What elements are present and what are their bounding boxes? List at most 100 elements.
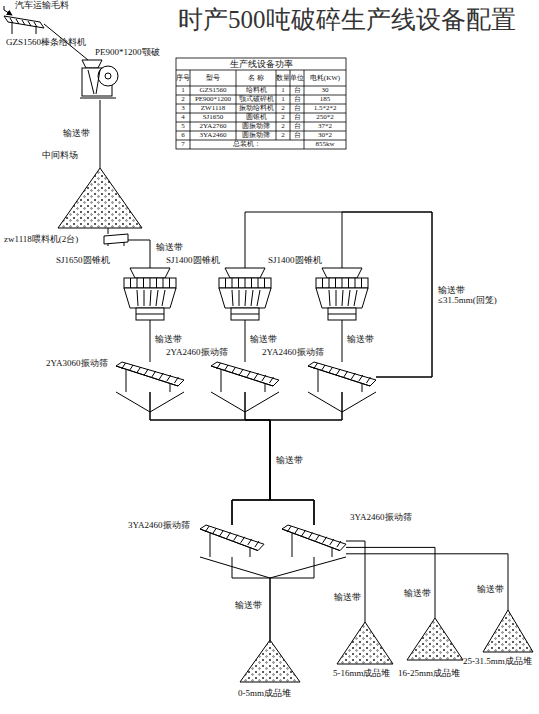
cone-crusher-outline — [219, 268, 271, 320]
equipment-label: 2YA3060振动筛 — [46, 358, 108, 368]
table-cell: 2 — [276, 131, 290, 140]
stockpile: 25-31.5mm成品堆 — [483, 610, 533, 652]
table-cell: 型号 — [190, 70, 236, 86]
vibrating-screen-outline — [116, 362, 184, 392]
equipment-label: PE900*1200颚破 — [95, 47, 160, 57]
conveyor-label: 输送带 — [154, 334, 183, 344]
cone-crusher-shape — [120, 268, 180, 320]
cone-crusher-shape — [215, 268, 275, 320]
table-cell: 数量 — [276, 70, 290, 86]
vibrating-screen-outline — [308, 362, 376, 392]
stockpile: 5-16mm成品堆 — [337, 622, 393, 664]
conveyor-line — [108, 228, 109, 234]
cone-crusher: SJ1400圆锥机 — [312, 268, 372, 320]
table-cell: 2 — [276, 113, 290, 122]
stockpile: 0-5mm成品堆 — [240, 640, 300, 682]
stockpile: 16-25mm成品堆 — [407, 618, 463, 660]
conveyor-line — [128, 240, 150, 268]
table-title: 生产线设备功率 — [176, 58, 346, 70]
table-cell: 3YA2460 — [190, 131, 236, 140]
table-cell: 2 — [176, 95, 190, 104]
table-cell: 电耗(KW) — [304, 70, 346, 86]
conveyor-label: 输送带 — [234, 600, 263, 610]
conveyor-line — [232, 392, 342, 525]
table-cell: 台 — [290, 86, 304, 95]
table-cell: 2YA2760 — [190, 122, 236, 131]
vibrating-feeder: zw1118喂料机(2台) — [104, 234, 128, 246]
table-cell: 7 — [176, 140, 190, 149]
conveyor-line — [232, 392, 270, 525]
vibrating-screen-shape — [211, 362, 279, 392]
table-cell: 2 — [276, 104, 290, 113]
table-cell: 855kw — [304, 140, 346, 149]
jaw-crusher-outline — [80, 60, 118, 98]
conveyor-label: 输送带 ≤31.5mm(回笼) — [437, 285, 511, 306]
conveyor-line — [150, 392, 270, 525]
conveyor-line — [346, 554, 508, 610]
stockpile-outline — [240, 640, 300, 682]
stockpile-outline — [483, 610, 533, 652]
table-cell: GZS1560 — [190, 86, 236, 95]
stockpile-shape — [240, 640, 300, 682]
conveyor-line — [346, 547, 435, 618]
vibrating-screen-outline — [211, 362, 279, 392]
vibrating-screen: 2YA2460振动筛 — [211, 362, 279, 392]
vibrating-screen-outline — [282, 525, 346, 557]
equipment-label: 2YA2460振动筛 — [262, 347, 324, 357]
table-cell: PE900*1200 — [190, 95, 236, 104]
table-cell: 250*2 — [304, 113, 346, 122]
conveyor-line — [245, 320, 246, 362]
equipment-label: SJ1650圆锥机 — [56, 255, 110, 265]
vibrating-feeder-shape — [104, 234, 128, 246]
conveyor-line — [270, 392, 342, 525]
equipment-label: 3YA2460振动筛 — [128, 520, 190, 530]
table-cell: SJ1650 — [190, 113, 236, 122]
conveyor-line — [245, 392, 314, 525]
conveyor-line — [245, 212, 432, 377]
vibrating-screen: 3YA2460振动筛 — [282, 525, 346, 557]
feed-arrow — [4, 6, 12, 15]
stockpile-shape — [407, 618, 463, 660]
equipment-label: zw1118喂料机(2台) — [4, 234, 78, 244]
conveyor-label: 输送带 — [155, 242, 184, 252]
jaw-crusher-shape — [80, 60, 120, 100]
equipment-label: 25-31.5mm成品堆 — [463, 656, 532, 666]
equipment-label: 5-16mm成品堆 — [333, 668, 391, 678]
table-cell: 圆振动筛 — [236, 122, 276, 131]
conveyor-label: 输送带 — [62, 128, 91, 138]
table-cell: 6 — [176, 131, 190, 140]
table-cell: 名 称 — [236, 70, 276, 86]
table-cell: 1 — [276, 95, 290, 104]
table-cell: 台 — [290, 113, 304, 122]
bar-feeder-outline — [4, 16, 44, 34]
equipment-label: 3YA2460振动筛 — [350, 512, 412, 522]
cone-crusher: SJ1650圆锥机 — [120, 268, 180, 320]
stockpile-shape — [58, 168, 142, 228]
stockpile-outline — [58, 168, 142, 228]
conveyor-line — [346, 541, 365, 622]
cone-crusher-shape — [312, 268, 372, 320]
stockpile-outline — [407, 618, 463, 660]
conveyor-label: 输送带 — [249, 334, 278, 344]
equipment-label: 16-25mm成品堆 — [398, 668, 460, 678]
cone-crusher-outline — [124, 268, 176, 320]
equipment-label: 2YA2460振动筛 — [166, 347, 228, 357]
vibrating-screen: 2YA3060振动筛 — [116, 362, 184, 392]
table-cell: 振动给料机 — [236, 104, 276, 113]
table-cell: 1.5*2*2 — [304, 104, 346, 113]
table-cell: 序号 — [176, 70, 190, 86]
conveyor-line — [150, 320, 151, 362]
table-cell: 185 — [304, 95, 346, 104]
conveyor-label: 输送带 — [275, 455, 304, 465]
table-cell: 30*2 — [304, 131, 346, 140]
stockpile-shape — [483, 610, 533, 652]
conveyor-label: 输送带 — [333, 592, 362, 602]
page-title: 时产500吨破碎生产线设备配置 — [178, 6, 516, 34]
bar-feeder: GZS1560棒条给料机 — [4, 14, 44, 34]
stockpile-shape — [337, 622, 393, 664]
vibrating-screen-shape — [200, 525, 264, 557]
table-cell: 37*2 — [304, 122, 346, 131]
vibrating-screen: 3YA2460振动筛 — [200, 525, 264, 557]
vibrating-screen-shape — [116, 362, 184, 392]
